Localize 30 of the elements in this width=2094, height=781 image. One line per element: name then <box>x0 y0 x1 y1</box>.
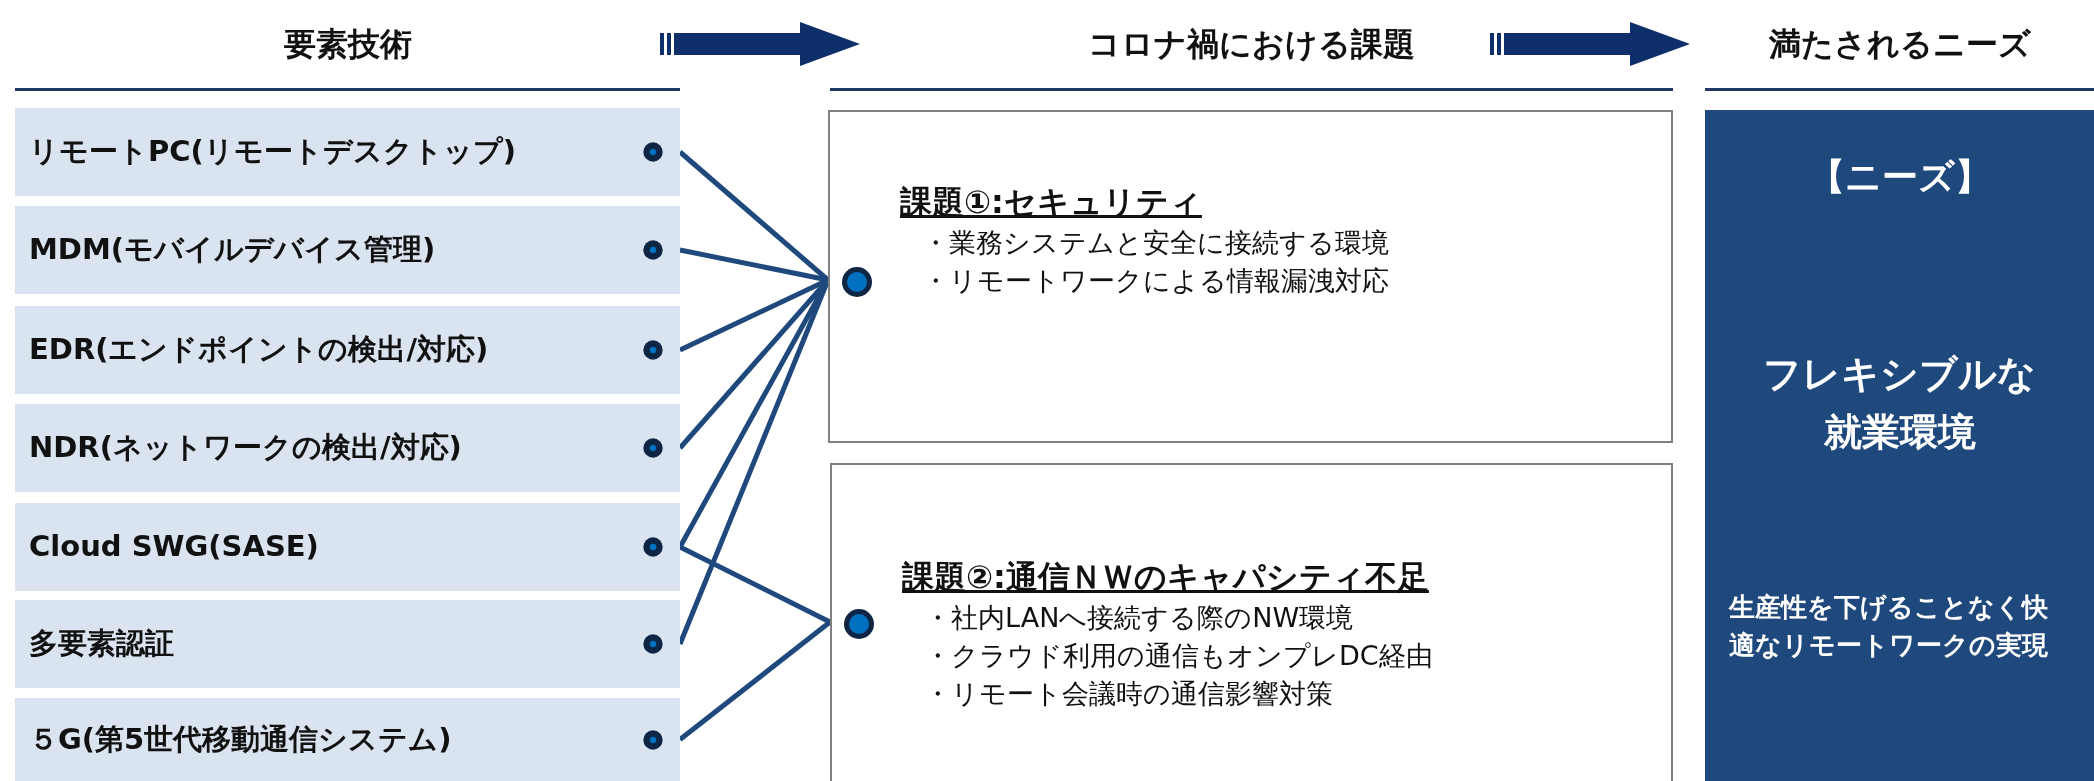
issue-heading: 課題①:セキュリティ <box>900 182 1203 223</box>
column-heading: コロナ禍における課題 <box>1088 24 1415 65</box>
technology-box <box>15 600 680 688</box>
column-heading: 要素技術 <box>283 24 412 65</box>
technology-label: Cloud SWG(SASE) <box>28 528 319 566</box>
issue-item: ・クラウド利用の通信もオンプレDC経由 <box>923 639 1433 673</box>
technology-label: 多要素認証 <box>28 625 174 663</box>
issue-item: ・リモート会議時の通信影響対策 <box>923 677 1334 711</box>
technology-box <box>15 404 680 492</box>
technology-box <box>15 503 680 591</box>
technology-label: リモートPC(リモートデスクトップ) <box>28 133 517 171</box>
issue-box <box>828 110 1673 443</box>
technology-label: NDR(ネットワークの検出/対応) <box>28 429 462 467</box>
column-heading: 満たされるニーズ <box>1768 24 2031 65</box>
issue-item: ・社内LANへ接続する際のNW環境 <box>923 601 1355 635</box>
issue-item: ・リモートワークによる情報漏洩対応 <box>921 264 1389 298</box>
technology-label: EDR(エンドポイントの検出/対応) <box>28 331 489 369</box>
technology-label: MDM(モバイルデバイス管理) <box>28 231 436 269</box>
technology-box <box>15 206 680 294</box>
needs-title: フレキシブルな就業環境 <box>1762 351 2037 456</box>
technology-box <box>15 306 680 394</box>
issue-heading: 課題②:通信ＮＷのキャパシティ不足 <box>902 557 1430 598</box>
needs-panel <box>1705 110 2094 781</box>
issue-item: ・業務システムと安全に接続する環境 <box>921 226 1389 260</box>
technology-box <box>15 698 680 781</box>
needs-heading: 【ニーズ】 <box>1808 155 1991 199</box>
needs-description: 生産性を下げることなく快適なリモートワークの実現 <box>1729 591 2049 662</box>
issue-box <box>830 463 1673 781</box>
technology-label: ５G(第5世代移動通信システム) <box>28 720 452 758</box>
technology-box <box>15 108 680 196</box>
